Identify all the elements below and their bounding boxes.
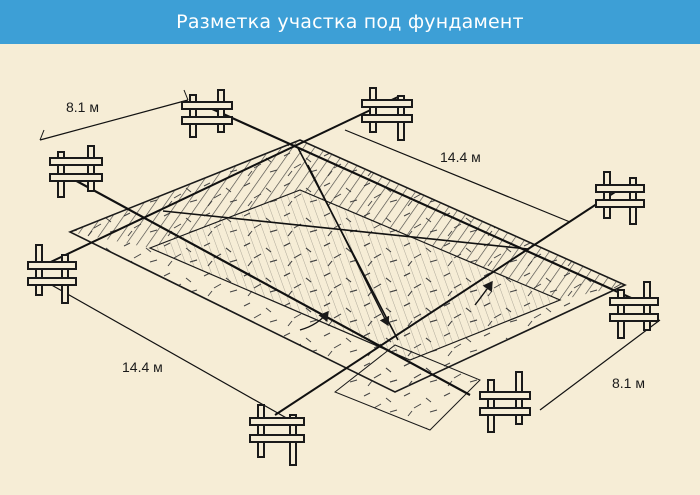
dim-line-top-left bbox=[39, 99, 189, 141]
front-ground-patch bbox=[334, 344, 481, 431]
diagram-area: 8.1 м 14.4 м 14.4 м 8.1 м bbox=[0, 44, 700, 490]
arrow-curve-right bbox=[474, 280, 493, 306]
title-banner: Разметка участка под фундамент bbox=[0, 0, 700, 44]
cord-left-side bbox=[59, 171, 471, 396]
dimension-label-top-right: 14.4 м bbox=[440, 149, 481, 165]
trench-back-left bbox=[70, 140, 300, 248]
batter-board-right bbox=[595, 171, 645, 225]
dim-tick bbox=[183, 89, 189, 101]
trench-inner-outline bbox=[148, 189, 562, 361]
dim-line-bottom-left bbox=[47, 282, 291, 421]
dimension-label-bottom-right: 8.1 м bbox=[612, 375, 645, 391]
foundation-layout-diagram: 8.1 м 14.4 м 14.4 м 8.1 м bbox=[27, 87, 661, 466]
batter-board-top bbox=[181, 89, 233, 138]
batter-board-top-left bbox=[49, 145, 103, 198]
dim-line-bottom-right bbox=[539, 319, 661, 411]
page-title: Разметка участка под фундамент bbox=[176, 11, 524, 33]
trench-back-right bbox=[300, 140, 625, 300]
dimension-label-bottom-left: 14.4 м bbox=[122, 359, 163, 375]
batter-board-left bbox=[27, 244, 77, 304]
cord-right-side bbox=[209, 106, 641, 304]
dimension-label-top-left: 8.1 м bbox=[66, 99, 99, 115]
batter-board-top-right bbox=[361, 87, 413, 141]
arrow-curve-left bbox=[299, 310, 329, 331]
dim-line-top-right bbox=[344, 129, 571, 223]
trench-floor bbox=[180, 214, 520, 350]
cord-bottom bbox=[274, 191, 616, 416]
batter-board-bottom-left bbox=[249, 404, 305, 466]
arrow-diagonal-down bbox=[307, 164, 390, 327]
dim-tick bbox=[39, 129, 45, 141]
cord-top bbox=[37, 95, 401, 269]
batter-board-far-right bbox=[609, 281, 659, 339]
diagonal-cord-1 bbox=[162, 210, 529, 250]
batter-board-bottom-right bbox=[479, 371, 531, 433]
